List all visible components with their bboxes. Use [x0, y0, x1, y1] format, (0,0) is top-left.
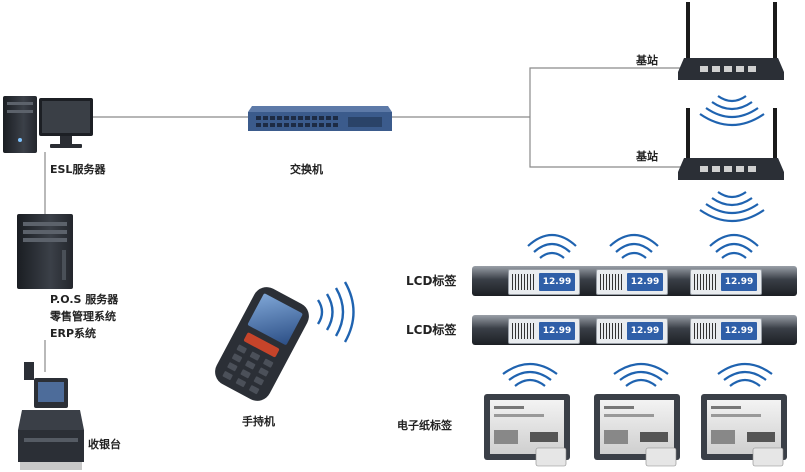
epaper-tag-1-signal-icon — [502, 362, 558, 387]
lcd-tag-1-1: 12.99 — [508, 269, 580, 295]
lcd-price: 12.99 — [721, 322, 757, 340]
epaper-tag-1 — [484, 394, 570, 467]
handheld-label: 手持机 — [242, 415, 275, 428]
cash-register-icon — [18, 362, 84, 470]
base-station-2-signal-icon — [699, 191, 765, 222]
connection-lines — [44, 67, 688, 372]
base-station-2-icon — [678, 108, 784, 180]
lcd-signal-waves — [527, 233, 759, 259]
barcode-icon — [600, 274, 624, 290]
epaper-signal-waves — [502, 362, 773, 387]
barcode-icon — [600, 323, 624, 339]
cashier-label: 收银台 — [88, 438, 121, 451]
pos-server-icon — [17, 214, 73, 289]
lcd-tag-2-signal-icon — [609, 233, 659, 259]
lcd-tag-2-3: 12.99 — [690, 318, 762, 344]
epaper-tag-2-signal-icon — [613, 362, 669, 387]
epaper-tag-3 — [701, 394, 787, 467]
base-station-2-label: 基站 — [636, 150, 658, 163]
lcd-tag-1-signal-icon — [527, 233, 577, 259]
barcode-icon — [694, 323, 718, 339]
lcd-row-2-label: LCD标签 — [406, 323, 457, 337]
lcd-tag-1-2: 12.99 — [596, 269, 668, 295]
esl-server-label: ESL服务器 — [50, 163, 106, 176]
pos-server-label: P.O.S 服务器 — [50, 293, 119, 306]
barcode-icon — [694, 274, 718, 290]
erp-system-label: ERP系统 — [50, 327, 97, 340]
base-station-1-signal-icon — [699, 95, 765, 126]
lcd-price: 12.99 — [721, 273, 757, 291]
lcd-price: 12.99 — [627, 273, 663, 291]
epaper-tag-2 — [594, 394, 680, 467]
base-station-1-icon — [678, 2, 784, 80]
barcode-icon — [512, 323, 536, 339]
lcd-tag-3-signal-icon — [709, 233, 759, 259]
lcd-price: 12.99 — [627, 322, 663, 340]
lcd-price: 12.99 — [539, 322, 575, 340]
lcd-tag-2-1: 12.99 — [508, 318, 580, 344]
lcd-row-1-label: LCD标签 — [406, 274, 457, 288]
network-switch-icon — [248, 106, 392, 131]
handheld-signal-icon — [316, 281, 355, 343]
lcd-tag-1-3: 12.99 — [690, 269, 762, 295]
barcode-icon — [512, 274, 536, 290]
retail-system-label: 零售管理系统 — [50, 310, 116, 323]
lcd-price: 12.99 — [539, 273, 575, 291]
esl-server-icon — [3, 96, 93, 153]
wire-hub-to-base-2 — [529, 117, 688, 168]
switch-label: 交换机 — [290, 163, 323, 176]
epaper-label: 电子纸标签 — [397, 419, 452, 432]
handheld-terminal-icon — [215, 287, 309, 401]
epaper-tag-3-signal-icon — [717, 362, 773, 387]
lcd-tag-2-2: 12.99 — [596, 318, 668, 344]
wire-hub-to-base-1 — [529, 67, 688, 117]
base-station-1-label: 基站 — [636, 54, 658, 67]
